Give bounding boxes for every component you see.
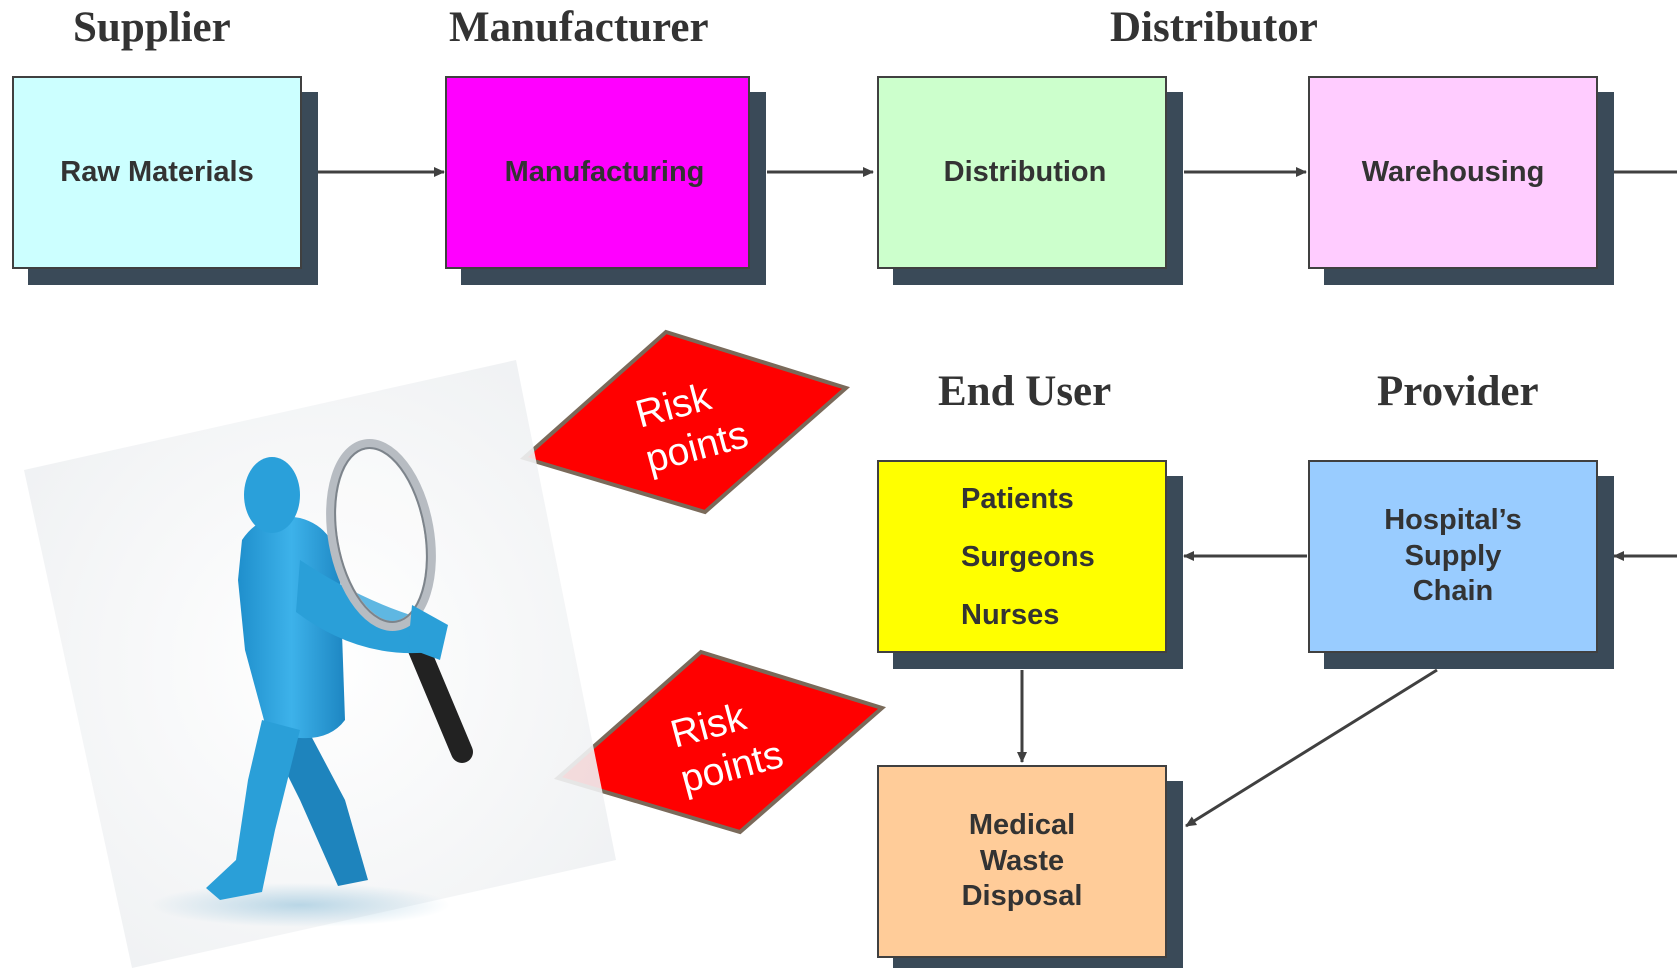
box-raw-materials: Raw Materials <box>12 76 302 269</box>
box-manufacturing: Manufacturing <box>445 76 750 269</box>
risk-diamond-bottom: Risk points <box>553 649 887 835</box>
box-hospital-line-1: Hospital’s <box>1384 503 1522 536</box>
box-hospital-supply-chain: Hospital’s Supply Chain <box>1308 460 1598 653</box>
box-waste-line-1: Medical <box>968 808 1076 841</box>
header-manufacturer: Manufacturer <box>449 4 709 51</box>
header-end-user: End User <box>938 368 1112 415</box>
box-end-user-line-patients: Patients <box>961 482 1074 515</box>
box-waste-line-2: Waste <box>979 844 1065 877</box>
box-medical-waste-disposal: Medical Waste Disposal <box>877 765 1167 958</box>
box-manufacturing-label: Manufacturing <box>504 155 705 188</box>
box-hospital-line-3: Chain <box>1412 575 1494 608</box>
box-waste-line-3: Disposal <box>961 880 1083 913</box>
box-end-user-line-nurses: Nurses <box>961 598 1060 631</box>
arrow-hospital-to-waste <box>1185 668 1438 828</box>
box-distribution-label: Distribution <box>943 155 1107 188</box>
box-warehousing: Warehousing <box>1308 76 1598 269</box>
box-warehousing-label: Warehousing <box>1361 155 1545 188</box>
box-raw-materials-label: Raw Materials <box>60 155 254 188</box>
header-supplier: Supplier <box>73 4 231 51</box>
box-end-user: Patients Surgeons Nurses <box>877 460 1167 653</box>
header-provider: Provider <box>1377 368 1539 415</box>
box-hospital-line-2: Supply <box>1404 539 1502 572</box>
header-distributor: Distributor <box>1110 4 1318 51</box>
box-end-user-line-surgeons: Surgeons <box>961 540 1095 573</box>
box-distribution: Distribution <box>877 76 1167 269</box>
risk-diamond-top: Risk points <box>519 329 850 515</box>
